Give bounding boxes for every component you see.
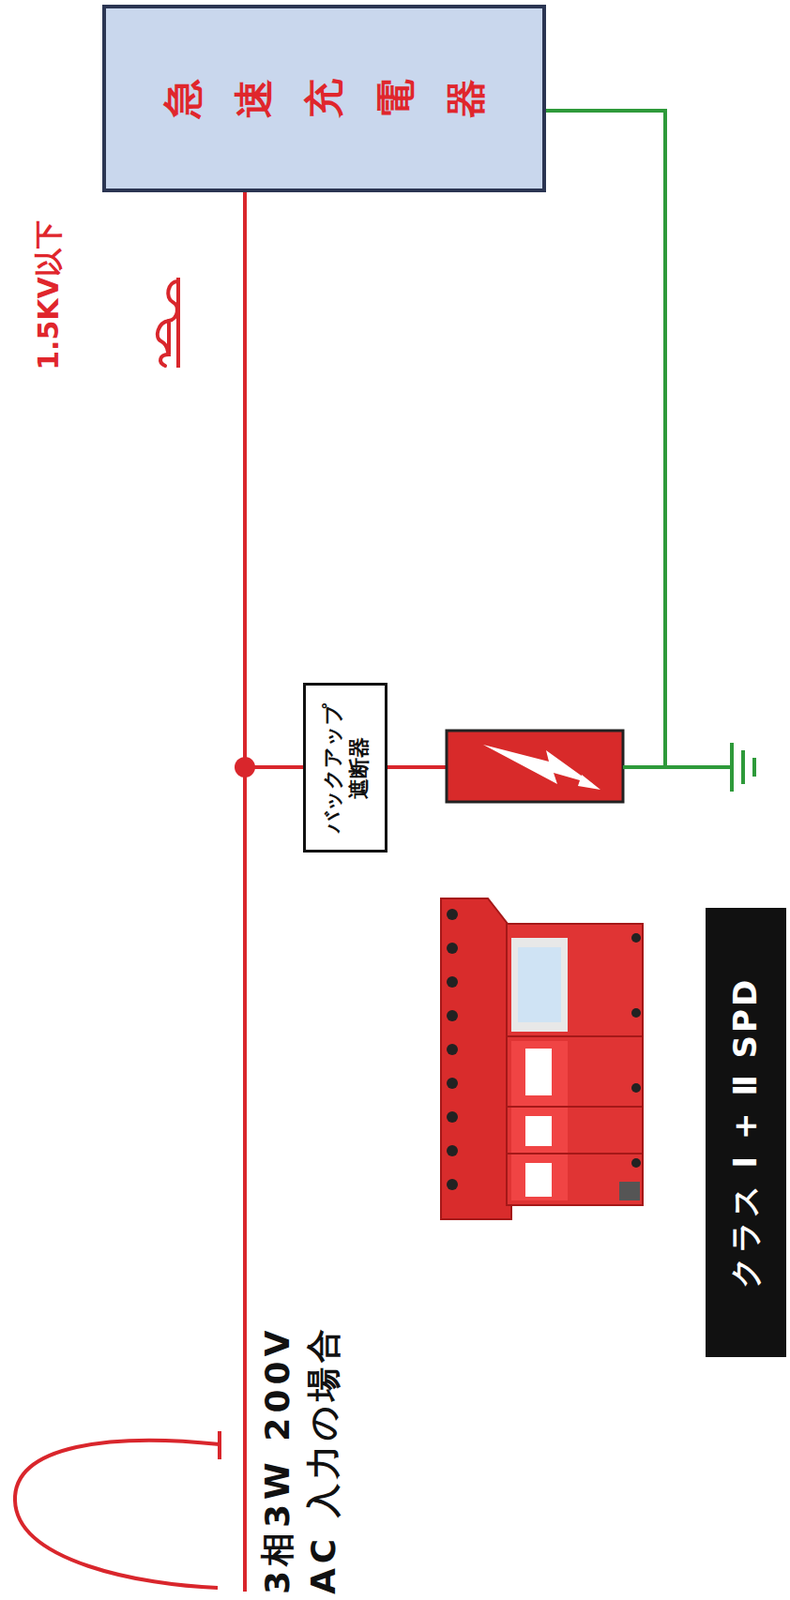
earth-wire [622, 765, 732, 770]
charger-box: 急速充電器 [102, 4, 547, 193]
spd-product [440, 898, 643, 1220]
terminal-screw [446, 909, 458, 921]
terminal-screw [446, 1111, 458, 1124]
surge-waveform [15, 1441, 220, 1589]
lightning-bolt [483, 744, 593, 785]
label-text: 1.5KV以下 [30, 220, 69, 371]
supply-connector [244, 192, 304, 768]
terminal-screw [631, 1008, 641, 1018]
terminal-screw [446, 1179, 458, 1191]
lightning-tip [577, 774, 601, 790]
waveform-tick [217, 1431, 222, 1460]
ground-symbol [731, 743, 755, 792]
terminal-row [446, 909, 641, 1191]
class-band: クラス Ⅰ + Ⅱ SPD [705, 908, 787, 1358]
supply-line [243, 767, 247, 1593]
terminal-screw [631, 1083, 641, 1094]
breaker-box: バックアップ 遮断器 [303, 683, 388, 853]
node-text: クラス Ⅰ + Ⅱ SPD [724, 976, 768, 1290]
terminal-screw [446, 1145, 458, 1157]
spd-symbol [446, 730, 623, 803]
surge-baseline [176, 277, 181, 368]
surge-symbol [157, 281, 179, 366]
terminal-screw [631, 933, 641, 943]
terminal-screw [446, 976, 458, 988]
terminal-screw [446, 942, 458, 955]
spd-wire [385, 765, 447, 770]
terminal-screw [446, 1044, 458, 1056]
node-text: 急速充電器 [147, 78, 502, 119]
terminal-screw [446, 1010, 458, 1022]
earth-wire [546, 110, 666, 768]
node-text: バックアップ 遮断器 [319, 702, 372, 835]
label-text: 3相3W 200V AC 入力の場合 [255, 1322, 347, 1596]
terminal-screw [446, 1078, 458, 1090]
terminal-screw [631, 1158, 641, 1169]
